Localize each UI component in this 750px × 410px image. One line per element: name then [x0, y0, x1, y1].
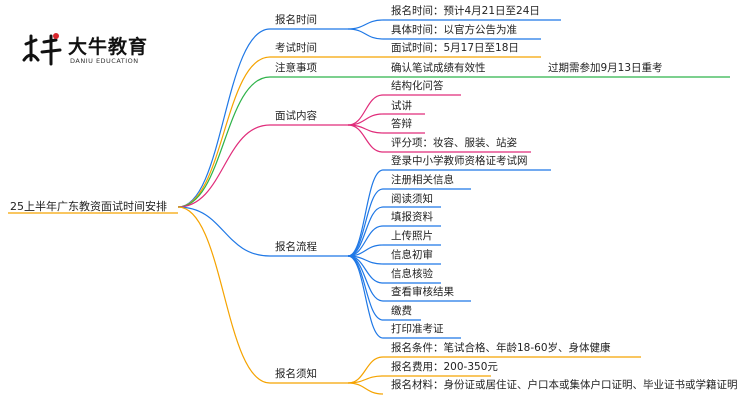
leaf-node: 面试时间：5月17日至18日: [391, 42, 519, 54]
logo-chinese-name: 大牛教育: [68, 36, 149, 58]
branch-connector: [177, 206, 271, 384]
leaf-connector: [347, 169, 384, 257]
leaf-node: 报名时间：预计4月21日至24日: [391, 5, 540, 17]
leaf-node: 报名费用：200-350元: [391, 361, 498, 373]
leaf-connector: [347, 28, 384, 40]
branch-connector: [177, 76, 271, 208]
leaf-node: 查看审核结果: [391, 286, 454, 298]
leaf-node: 评分项：妆容、服装、站姿: [391, 137, 517, 149]
leaf-node: 试讲: [391, 100, 412, 112]
branch-registration-process: 报名流程: [275, 241, 317, 253]
leaf-node: 信息初审: [391, 249, 433, 261]
leaf-node: 报名条件：笔试合格、年龄18-60岁、身体健康: [391, 342, 611, 354]
leaf-node: 打印准考证: [391, 323, 444, 335]
leaf-node: 登录中小学教师资格证考试网: [391, 155, 528, 167]
leaf-node: 填报资料: [391, 211, 433, 223]
leaf-node: 报名材料：身份证或居住证、户口本或集体户口证明、毕业证书或学籍证明: [391, 379, 738, 391]
leaf-node: 答辩: [391, 118, 412, 130]
leaf-node: 信息核验: [391, 268, 433, 280]
leaf-node: 上传照片: [391, 230, 433, 242]
branch-registration-time: 报名时间: [275, 14, 317, 26]
leaf-node-extra: 过期需参加9月13日重考: [548, 62, 663, 74]
leaf-connector: [347, 255, 384, 339]
daniu-logo-icon: [22, 33, 62, 66]
branch-connector: [177, 28, 271, 208]
branch-notes: 注意事项: [275, 62, 317, 74]
branch-connector: [177, 206, 271, 257]
leaf-connector: [347, 124, 384, 153]
branch-connector: [177, 124, 271, 208]
leaf-node: 缴费: [391, 305, 412, 317]
root-topic: 25上半年广东教资面试时间安排: [10, 200, 167, 213]
leaf-node: 结构化问答: [391, 80, 444, 92]
branch-interview-content: 面试内容: [275, 110, 317, 122]
leaf-connector: [347, 255, 384, 321]
leaf-connector: [347, 188, 384, 257]
logo-english-name: DANIU EDUCATION: [70, 57, 139, 65]
leaf-connector: [347, 382, 384, 395]
leaf-node: 具体时间：以官方公告为准: [391, 24, 517, 36]
branch-registration-notice: 报名须知: [275, 368, 317, 380]
branch-connector: [177, 56, 271, 208]
leaf-connector: [347, 19, 384, 30]
leaf-node: 注册相关信息: [391, 174, 454, 186]
leaf-connector: [347, 94, 384, 126]
brand-logo: 大牛教育 DANIU EDUCATION: [20, 30, 160, 70]
leaf-node: 确认笔试成绩有效性: [391, 62, 486, 74]
branch-exam-time: 考试时间: [275, 42, 317, 54]
leaf-node: 阅读须知: [391, 193, 433, 205]
